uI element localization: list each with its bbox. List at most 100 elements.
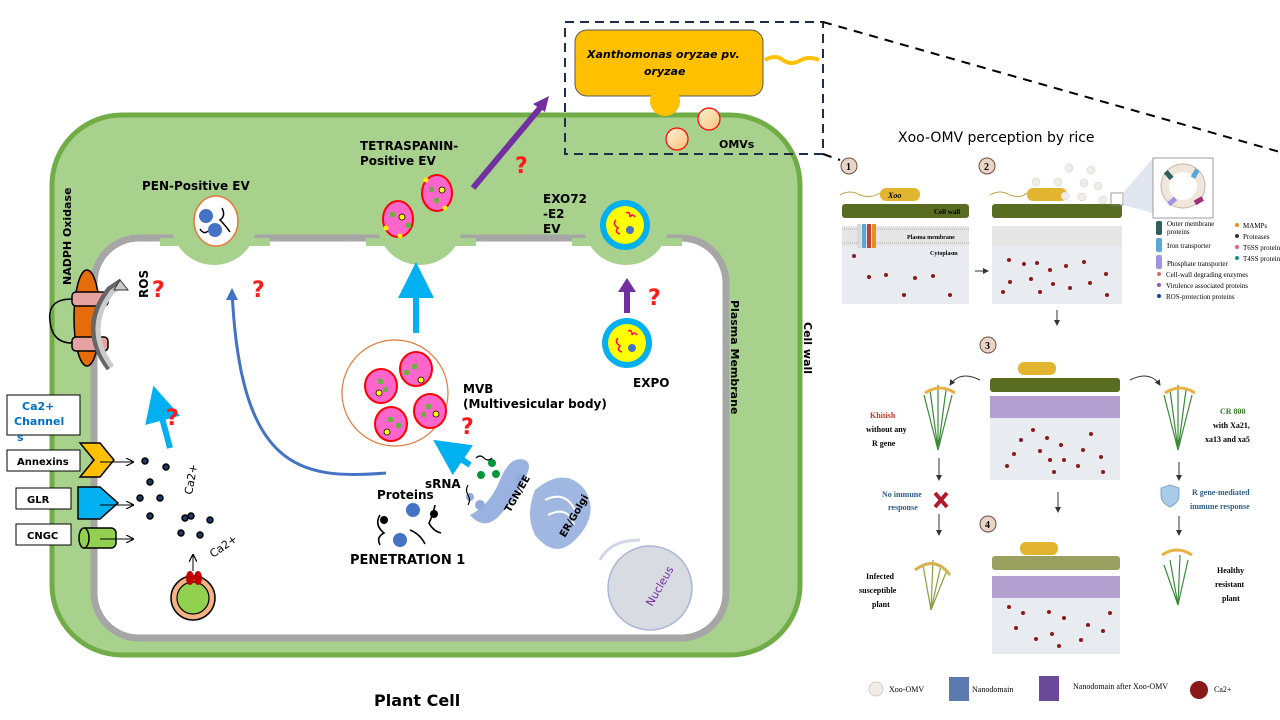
healthy-label-1: Healthy: [1217, 566, 1244, 575]
right-panel-title: Xoo-OMV perception by rice: [898, 130, 1095, 146]
pathogen-box: [564, 21, 824, 155]
pathogen-label-1: Xanthomonas oryzae pv.: [586, 48, 740, 61]
tetraspanin-label-2: Positive EV: [360, 154, 436, 168]
expo-vesicle: [602, 318, 652, 368]
step-1-scene: 1 Xoo Cell wall Plasma membrane Cytoplas…: [839, 157, 969, 304]
khitish-desc-1: without any: [866, 425, 907, 434]
no-immune-response-1: No immune: [882, 490, 922, 499]
mvb-to-pen-arrow: [230, 289, 387, 476]
ev-to-pathogen-arrow: [470, 106, 543, 190]
legend-virulence: Virulence associated proteins: [1166, 282, 1248, 290]
tetraspanin-label-1: TETRASPANIN-: [360, 139, 458, 153]
cytoplasm-label-r: Cytoplasm: [930, 251, 958, 257]
expo-label: EXPO: [633, 376, 669, 390]
annexins-channel: [78, 442, 115, 478]
legend-outer-membrane-2: proteins: [1167, 228, 1190, 236]
cngc-label: CNGC: [27, 531, 58, 542]
er-golgi: [530, 477, 591, 549]
khitish-label: Khitish: [870, 411, 896, 420]
ca-channels-title-1: Ca2+: [22, 400, 54, 413]
omv-cargo-legend: Outer membrane proteins Iron transporter…: [1156, 220, 1280, 301]
legend-cwde: Cell-wall degrading enzymes: [1166, 271, 1248, 279]
ros-label: ROS: [137, 270, 151, 298]
question-ev-pathogen: ?: [515, 154, 528, 179]
nadph-oxidase: [48, 269, 130, 371]
legend-mamps: MAMPs: [1243, 222, 1267, 230]
legend-t6ss: T6SS proteins: [1243, 244, 1280, 252]
step-4-number: 4: [985, 520, 990, 531]
infected-label-1: Infected: [866, 572, 895, 581]
srna-label: sRNA: [425, 477, 461, 491]
resistant-branch: CR 800 with Xa21, xa13 and xa5 R gene-me…: [1160, 385, 1250, 606]
tgn-to-mvb-arrow: [433, 439, 474, 476]
cyto-ca-label: Ca2+: [182, 463, 200, 495]
omvs-label: OMVs: [719, 138, 755, 151]
step-4-scene: 4: [979, 515, 1120, 654]
legend-proteases: Proteases: [1243, 233, 1270, 241]
srna-proteins: [376, 455, 500, 547]
xoo-omv-panel: Xoo-OMV perception by rice 1 Xoo Cell wa…: [839, 130, 1280, 701]
legend-nanodomain: Nanodomain: [972, 685, 1013, 694]
susceptible-branch: Khitish without any R gene No immune res…: [859, 385, 956, 611]
step-2-scene: 2: [978, 157, 1214, 304]
ca-store-organelle: [170, 555, 216, 621]
ca-channel-labels: Ca2+ Channel s Annexins GLR CNGC: [6, 394, 81, 546]
legend-ca: Ca2+: [1214, 685, 1232, 694]
omv: [665, 127, 689, 151]
plant-cell-caption: Plant Cell: [374, 691, 460, 710]
exo72-e2-ev: [600, 200, 650, 250]
r-gene-response-1: R gene-mediated: [1192, 488, 1250, 497]
step-3-number: 3: [985, 341, 990, 352]
pen-ev-label: PEN-Positive EV: [142, 179, 250, 193]
legend-nanodomain-after: Nanodomain after Xoo-OMV: [1073, 682, 1168, 691]
pathogen-label-2: oryzae: [644, 65, 686, 78]
mvb-label-1: MVB: [463, 382, 493, 396]
exo-label-3: EV: [543, 222, 561, 236]
tgn-ee: [466, 459, 529, 524]
r-gene-response-2: immune response: [1190, 502, 1250, 511]
cr800-label: CR 800: [1220, 407, 1246, 416]
step-1-number: 1: [846, 162, 851, 173]
infected-label-3: plant: [872, 600, 890, 609]
penetration-label: PENETRATION 1: [350, 553, 465, 568]
legend-iron: Iron transporter: [1167, 242, 1211, 250]
healthy-label-2: resistant: [1215, 580, 1245, 589]
mvb: [341, 339, 449, 447]
shield-icon: [1160, 484, 1180, 508]
legend-phosphate: Phosphate transporter: [1167, 260, 1229, 268]
omv: [697, 107, 721, 131]
question-expo: ?: [648, 286, 661, 311]
nucleus: [598, 538, 693, 631]
cr800-desc-1: with Xa21,: [1213, 421, 1250, 430]
cell-wall-label: Cell wall: [801, 322, 814, 374]
legend-ros: ROS-protection proteins: [1166, 293, 1235, 301]
xoo-label: Xoo: [887, 191, 901, 200]
plasma-membrane-label: Plasma Membrane: [728, 300, 741, 414]
healthy-label-3: plant: [1222, 594, 1240, 603]
cyto-arrow-to-ros: [145, 385, 181, 449]
pen-positive-ev: [193, 195, 239, 247]
annexins-label: Annexins: [17, 457, 69, 468]
nadph-oxidase-label: NADPH Oxidase: [61, 188, 74, 285]
plasma-membrane-label-r: Plasma membrane: [907, 235, 955, 241]
question-ca: ?: [166, 406, 179, 431]
step-2-number: 2: [984, 162, 989, 173]
proteins-label: Proteins: [377, 488, 434, 502]
xoo-bacterium: [574, 29, 764, 97]
legend-outer-membrane-1: Outer membrane: [1167, 220, 1214, 228]
ca-channels-title-2: Channel: [14, 415, 64, 428]
exo-label-1: EXO72: [543, 192, 587, 206]
glr-channel: [77, 486, 120, 520]
question-mvb: ?: [461, 415, 474, 440]
glr-label: GLR: [27, 495, 50, 506]
no-immune-response-2: response: [888, 503, 918, 512]
infected-label-2: susceptible: [859, 586, 897, 595]
bottom-legend: Xoo-OMV Nanodomain Nanodomain after Xoo-…: [868, 676, 1232, 701]
step-3-scene: 3: [979, 336, 1120, 480]
legend-xoo-omv: Xoo-OMV: [889, 685, 924, 694]
cell-wall-label-r: Cell wall: [934, 208, 960, 216]
cr800-desc-2: xa13 and xa5: [1205, 435, 1250, 444]
red-cross-icon: [933, 491, 949, 509]
mvb-label-2: (Multivesicular body): [463, 397, 607, 411]
